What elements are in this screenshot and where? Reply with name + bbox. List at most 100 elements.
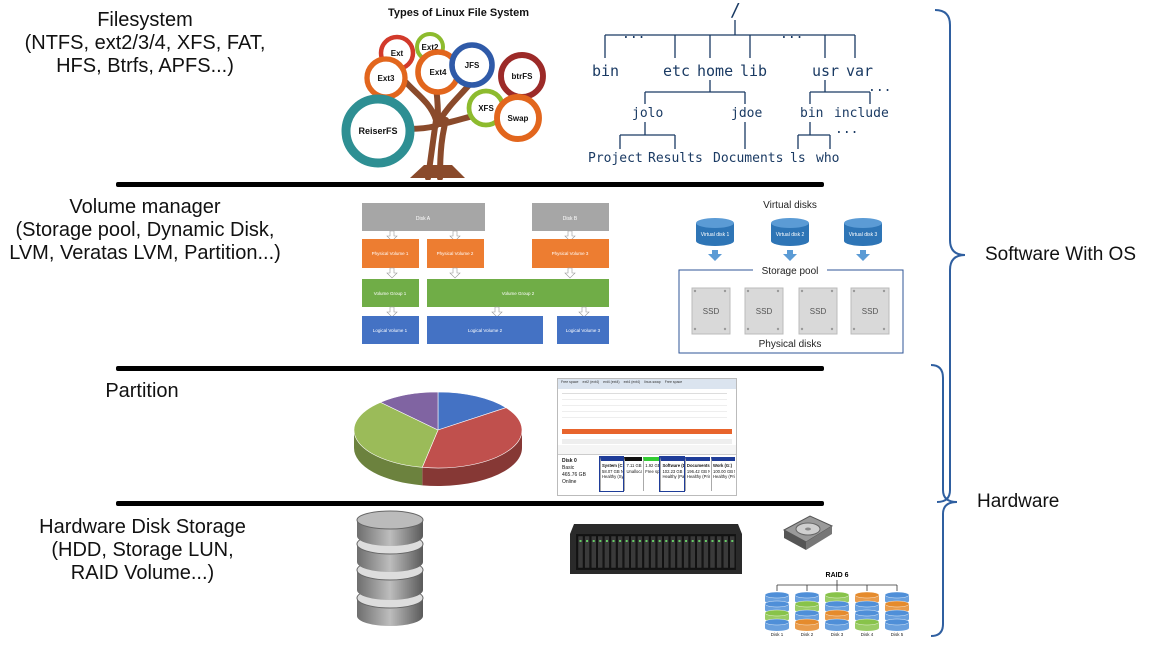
fs-label-ext3: Ext3 [378,74,395,83]
virtual-disks-label: Virtual disks [763,200,817,211]
drive-bay [584,535,590,569]
filesystem-subtitle-1: (NTFS, ext2/3/4, XFS, FAT, [24,32,266,54]
pie-side-3 [354,430,423,486]
drive-bay [650,535,656,569]
drive-bay [630,535,637,569]
drive-bay [637,535,643,569]
partition-legend-bar: Free space ext2 (ext4) ext4 (ext4) ext4 … [558,379,736,389]
hardware-label: Hardware [977,491,1060,512]
partition-title-block: Partition [62,380,222,403]
drive-bay [656,535,663,569]
drive-bay [729,535,736,569]
software-bracket [934,9,966,503]
dir-include: include [834,106,889,121]
drive-bay [709,535,716,569]
brackets [930,9,966,637]
down-arrow-3 [856,250,870,261]
pie-slice-3 [353,401,439,468]
fs-label-btrfs: btrFS [512,72,534,81]
dir-bin: bin [592,62,620,80]
pie-slice-4 [379,391,439,431]
dir-dots-left: ... [622,27,646,42]
ssd-label-3: SSD [810,307,827,316]
ssd-4 [850,287,890,335]
fs-circle-reiserfs [341,94,415,168]
drive-bays [577,535,736,569]
partition-title: Partition [105,380,179,402]
disk-a-box [362,203,485,231]
filesystem-title: Filesystem [97,9,193,31]
volume-manager-title: Volume manager [69,196,221,218]
down-arrow-2 [783,250,797,261]
fs-circle-jfs [449,42,495,88]
dir-dots-bin: ... [835,122,859,137]
storage-pool-label: Storage pool [762,266,819,277]
selected-row[interactable] [562,429,732,434]
partition-block-2[interactable]: 7.11 GBUnallocated [624,457,643,491]
dir-var: var [846,62,874,80]
filesystem-title-block: Filesystem (NTFS, ext2/3/4, XFS, FAT, HF… [0,9,290,78]
hardware-title-block: Hardware Disk Storage (HDD, Storage LUN,… [0,516,285,585]
dir-etc: etc [663,62,691,80]
dir-dots-right: ... [780,27,804,42]
hardware-subtitle-2: RAID Volume...) [70,562,215,584]
drive-bay [604,535,610,569]
hardware-bracket [930,364,958,637]
drive-bay [716,535,722,569]
separator-1 [116,182,824,187]
partition-block-1[interactable]: System (C:)58.07 GB NTFSHealthy (System,… [598,456,625,492]
physical-disks-label: Physical disks [759,339,822,350]
pie-slice-2 [421,407,523,469]
partition-block-4[interactable]: Software (D:)102.23 GB NTFSHealthy (Page… [659,456,685,492]
dir-usr: usr [812,62,840,80]
dir-lib: lib [740,62,768,80]
drive-bay [610,535,617,569]
storage-pool-diagram: Virtual disks Virtual disk 1 Virtual disk… [678,200,904,354]
pv-2-box [427,239,484,268]
raid-disk-label-2: Disk 2 [801,632,814,637]
partition-block-5[interactable]: Documents (E:)196.42 GB NTFSHealthy (Pri… [684,457,710,491]
dir-usr-bin: bin [800,106,824,121]
fs-label-ext: Ext [391,49,404,58]
partition-pie [353,391,523,486]
fs-label-ext2: Ext2 [422,43,439,52]
vg-2-box [427,279,609,307]
raid-disk-label-1: Disk 1 [771,632,784,637]
hdd-icon [782,515,834,550]
separator-2 [116,366,824,371]
virtual-disk-label-1: Virtual disk 1 [701,232,730,238]
volume-manager-subtitle-1: (Storage pool, Dynamic Disk, [15,219,275,241]
virtual-disk-label-2: Virtual disk 2 [776,232,805,238]
disk-b-label: Disk B [563,216,578,222]
dir-ls: ls [790,151,806,166]
raid-disk-label-3: Disk 3 [831,632,844,637]
drive-bay [676,535,683,569]
database-icon [356,510,424,626]
fs-label-ext4: Ext4 [430,68,447,77]
drive-bay [703,535,709,569]
lv-1-box [362,316,419,344]
virtual-disk-2 [771,223,809,246]
volume-manager-title-block: Volume manager (Storage pool, Dynamic Di… [0,196,290,265]
drive-bay [722,535,729,569]
dir-results: Results [648,151,703,166]
fs-circle-swap [494,94,542,142]
disk-b-box [532,203,609,231]
ssd-label-1: SSD [703,307,720,316]
partition-block-6[interactable]: Work (G:)100.00 GB NTFSHealthy (Primary … [710,457,735,491]
down-arrow-1 [708,250,722,261]
software-label: Software With OS [985,244,1136,265]
hardware-title: Hardware Disk Storage [39,516,246,538]
drive-bay [663,535,670,569]
ssd-1 [691,287,731,335]
ssd-label-4: SSD [862,307,879,316]
pv-2-label: Physical Volume 2 [437,251,474,256]
fs-label-jfs: JFS [465,61,480,70]
dir-jolo: jolo [632,106,664,121]
